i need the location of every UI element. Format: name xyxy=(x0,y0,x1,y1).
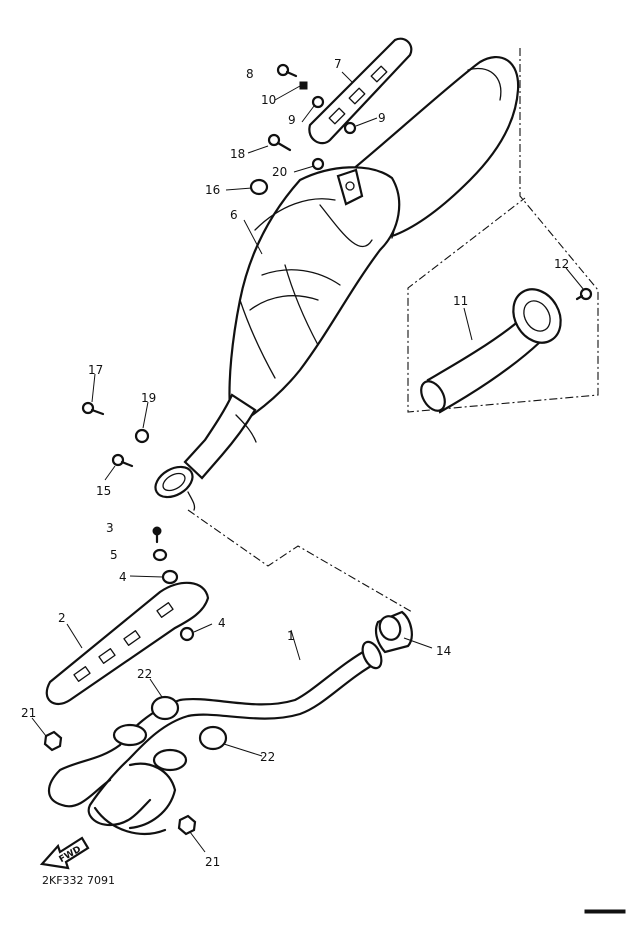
silencer-group-box xyxy=(407,48,599,413)
page-rule xyxy=(584,909,626,914)
bolt-18 xyxy=(267,133,292,152)
callout-5: 5 xyxy=(110,548,118,562)
washer-10 xyxy=(299,81,308,90)
callout-19: 19 xyxy=(141,391,156,405)
callout-21b: 21 xyxy=(205,855,220,869)
nut-19 xyxy=(134,428,150,444)
bolt-12 xyxy=(575,287,593,301)
silencer-end-pipe xyxy=(420,288,562,414)
callout-6: 6 xyxy=(230,208,238,222)
exhaust-pipe-1 xyxy=(47,640,383,835)
damper-16 xyxy=(249,178,269,196)
damper-4b xyxy=(179,626,195,642)
bolt-3 xyxy=(152,526,162,544)
callout-7: 7 xyxy=(334,57,342,71)
exhaust-joint-14 xyxy=(374,610,413,654)
damper-4a xyxy=(161,569,179,585)
callout-20: 20 xyxy=(272,165,287,179)
callout-12: 12 xyxy=(554,257,569,271)
callout-4b: 4 xyxy=(218,616,226,630)
callout-18: 18 xyxy=(230,147,245,161)
nut-21b xyxy=(177,814,197,836)
callout-10: 10 xyxy=(261,93,276,107)
callout-4a: 4 xyxy=(119,570,127,584)
bolt-8 xyxy=(276,63,298,78)
muffler-body xyxy=(183,166,401,480)
callout-22b: 22 xyxy=(260,750,275,764)
bolt-15 xyxy=(111,453,134,468)
callout-16: 16 xyxy=(205,183,220,197)
callout-8: 8 xyxy=(246,67,254,81)
heat-protector-7 xyxy=(308,37,413,145)
forward-arrow: FWD xyxy=(39,836,90,870)
collar-9a xyxy=(311,95,325,109)
nut-21a xyxy=(43,730,63,752)
callout-17: 17 xyxy=(88,363,103,377)
gasket-22-upper xyxy=(150,695,180,721)
callout-2: 2 xyxy=(58,611,66,625)
callout-15: 15 xyxy=(96,484,111,498)
leader-lines xyxy=(31,71,585,853)
callout-21a: 21 xyxy=(21,706,36,720)
heat-protector-2 xyxy=(45,581,210,706)
washer-20 xyxy=(311,157,325,171)
relation-line-muffler-pipe xyxy=(187,509,413,613)
drawing-code: 2KF332 7091 xyxy=(42,874,115,887)
callout-9a: 9 xyxy=(288,113,296,127)
bolt-17 xyxy=(81,401,105,416)
callout-11: 11 xyxy=(453,294,468,308)
callout-14: 14 xyxy=(436,644,451,658)
collar-9b xyxy=(343,121,357,135)
callout-3: 3 xyxy=(106,521,114,535)
callout-9b: 9 xyxy=(378,111,386,125)
callout-1: 1 xyxy=(287,629,295,643)
callout-22a: 22 xyxy=(137,667,152,681)
muffler-inlet-clamp xyxy=(154,465,196,511)
collar-5 xyxy=(152,548,168,562)
gasket-22-lower xyxy=(198,725,228,751)
